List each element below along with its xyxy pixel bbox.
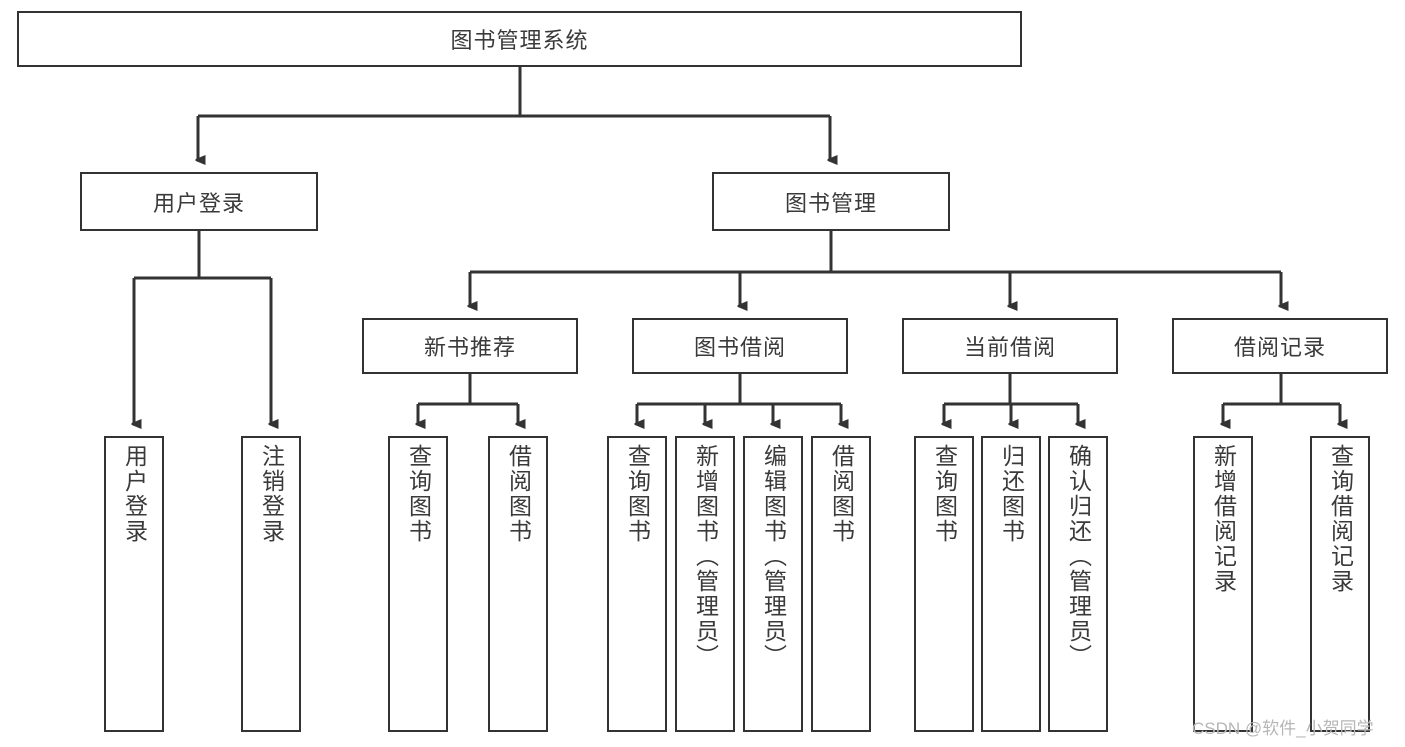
node-label: 查询图书	[405, 444, 432, 544]
node-label: 查询图书	[931, 444, 958, 544]
node-label: 用户登录	[152, 190, 245, 216]
node-label: 注销登录	[258, 444, 285, 544]
leaf-query-book-current[interactable]: 查询图书	[914, 436, 974, 732]
node-label: 查询图书	[624, 444, 651, 544]
node-label: 新增图书（管理员）	[692, 444, 719, 669]
node-label: 用户登录	[121, 444, 148, 544]
watermark: CSDN @软件_小贺同学	[1192, 719, 1374, 738]
node-label: 借阅图书	[505, 444, 532, 544]
leaf-return-book[interactable]: 归还图书	[981, 436, 1041, 732]
leaf-edit-book-admin[interactable]: 编辑图书（管理员）	[743, 436, 803, 732]
leaf-add-book-admin[interactable]: 新增图书（管理员）	[675, 436, 735, 732]
node-label: 借阅记录	[1233, 335, 1326, 360]
node-label: 图书管理	[784, 190, 877, 216]
node-book-borrow[interactable]: 图书借阅	[632, 318, 848, 374]
node-label: 确认归还（管理员）	[1065, 444, 1092, 669]
node-current-borrow[interactable]: 当前借阅	[902, 318, 1118, 374]
node-book-management[interactable]: 图书管理	[712, 172, 950, 231]
leaf-borrow-book-recommend[interactable]: 借阅图书	[488, 436, 548, 732]
node-label: 图书借阅	[693, 335, 786, 360]
node-label: 查询借阅记录	[1327, 444, 1354, 594]
leaf-lend-book[interactable]: 借阅图书	[811, 436, 871, 732]
leaf-add-borrow-record[interactable]: 新增借阅记录	[1193, 436, 1253, 732]
leaf-query-borrow-record[interactable]: 查询借阅记录	[1310, 436, 1370, 732]
node-label: 新书推荐	[423, 335, 516, 360]
leaf-user-logout[interactable]: 注销登录	[241, 436, 301, 732]
node-borrow-records[interactable]: 借阅记录	[1172, 318, 1388, 374]
node-label: 归还图书	[998, 444, 1025, 544]
leaf-confirm-return-admin[interactable]: 确认归还（管理员）	[1048, 436, 1108, 732]
leaf-query-book-recommend[interactable]: 查询图书	[388, 436, 448, 732]
node-new-book-recommend[interactable]: 新书推荐	[362, 318, 578, 374]
node-label: 编辑图书（管理员）	[760, 444, 787, 669]
node-root[interactable]: 图书管理系统	[17, 11, 1022, 67]
node-label: 新增借阅记录	[1210, 444, 1237, 594]
leaf-query-book-borrow[interactable]: 查询图书	[607, 436, 667, 732]
node-label: 图书管理系统	[450, 28, 589, 53]
node-user-login[interactable]: 用户登录	[80, 172, 318, 231]
node-label: 借阅图书	[828, 444, 855, 544]
leaf-user-login[interactable]: 用户登录	[104, 436, 164, 732]
node-label: 当前借阅	[963, 335, 1056, 360]
